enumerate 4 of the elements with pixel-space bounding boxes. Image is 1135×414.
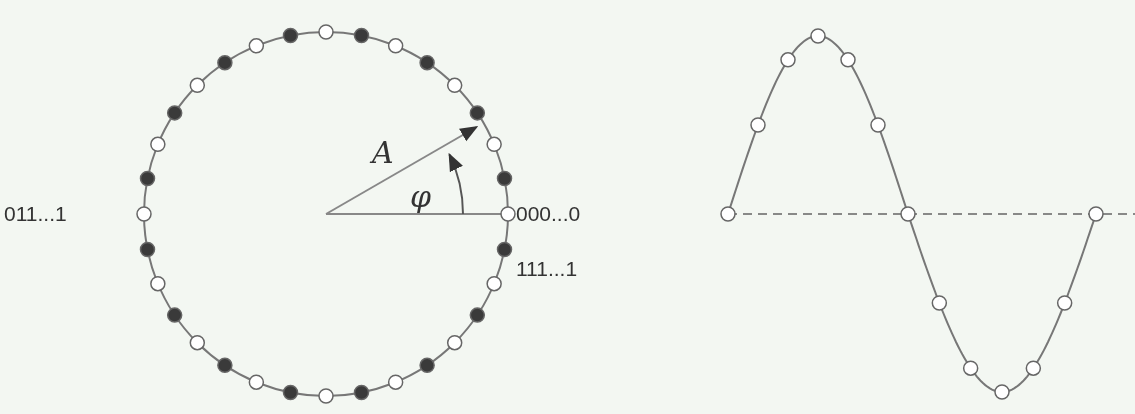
math-symbol: φ [410,182,431,212]
binary-code-label: 011...1 [4,203,67,224]
binary-code-label: 111...1 [516,258,578,279]
binary-code-label: 000...0 [516,203,581,224]
